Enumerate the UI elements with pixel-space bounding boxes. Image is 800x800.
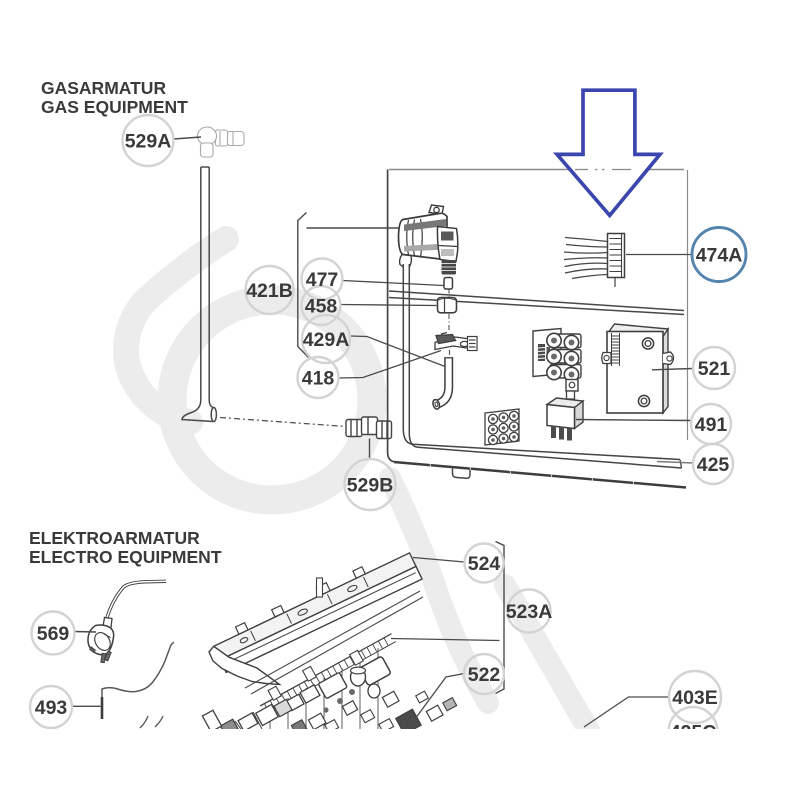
svg-text:521: 521: [698, 358, 731, 380]
svg-text:ELECTRO EQUIPMENT: ELECTRO EQUIPMENT: [29, 547, 222, 567]
svg-text:523A: 523A: [506, 601, 553, 623]
svg-text:403E: 403E: [672, 687, 718, 709]
svg-text:522: 522: [468, 664, 501, 686]
svg-text:418: 418: [302, 368, 335, 390]
svg-text:474A: 474A: [696, 245, 743, 267]
svg-text:GASARMATUR: GASARMATUR: [41, 78, 166, 98]
svg-text:524: 524: [468, 553, 501, 575]
svg-text:569: 569: [37, 623, 70, 645]
svg-text:425C: 425C: [670, 722, 717, 744]
svg-text:GAS EQUIPMENT: GAS EQUIPMENT: [41, 97, 188, 117]
svg-text:421B: 421B: [246, 280, 293, 302]
svg-text:ELEKTROARMATUR: ELEKTROARMATUR: [29, 528, 200, 548]
svg-text:529A: 529A: [125, 131, 172, 153]
svg-text:458: 458: [305, 296, 338, 318]
svg-text:529B: 529B: [347, 475, 394, 497]
svg-text:493: 493: [35, 697, 68, 719]
svg-text:477: 477: [306, 269, 339, 291]
svg-text:429A: 429A: [303, 329, 350, 351]
svg-text:491: 491: [695, 414, 728, 436]
svg-text:425: 425: [697, 454, 730, 476]
